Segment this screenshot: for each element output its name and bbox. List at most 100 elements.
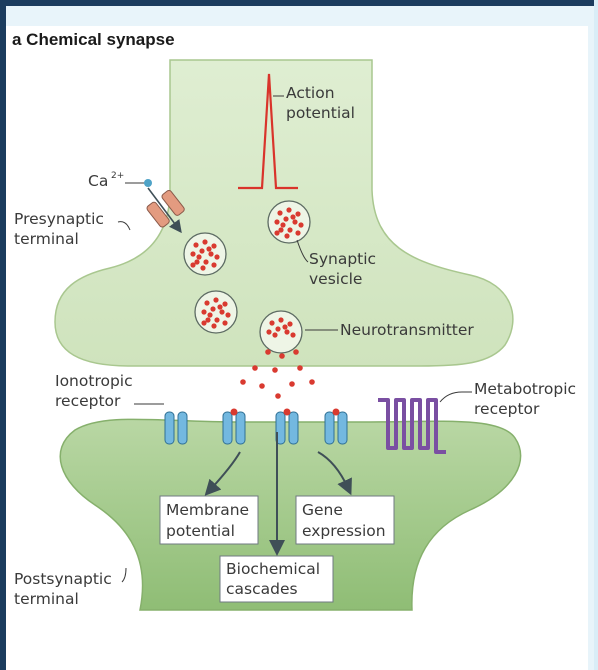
synaptic-vesicle-leader — [296, 239, 309, 263]
neurotransmitter-molecule — [309, 379, 315, 385]
calcium-charge-label: 2+ — [111, 171, 124, 181]
calcium-label: Ca — [88, 172, 108, 190]
neurotransmitter-molecule — [287, 227, 293, 233]
figure-title: a Chemical synapse — [12, 30, 175, 49]
neurotransmitter-molecule — [203, 259, 209, 265]
neurotransmitter-molecule — [280, 222, 286, 228]
synaptic-vesicles — [183, 200, 311, 354]
neurotransmitter-molecule — [286, 207, 292, 213]
neurotransmitter-molecule — [298, 222, 304, 228]
neurotransmitter-molecule — [213, 297, 219, 303]
neurotransmitter-molecule — [275, 326, 281, 332]
neurotransmitter-molecule — [295, 230, 301, 236]
neurotransmitter-molecule — [297, 365, 303, 371]
synaptic-vesicle — [183, 232, 227, 276]
biochemical-cascades-label-1: Biochemical — [226, 560, 320, 578]
action-potential-spike — [238, 73, 298, 190]
ionotropic-receptors — [164, 408, 348, 445]
top-border — [0, 0, 598, 6]
neurotransmitter-molecule — [290, 214, 296, 220]
neurotransmitter-molecule — [208, 251, 214, 257]
calcium-channel — [146, 190, 185, 228]
bound-neurotransmitter — [230, 408, 238, 416]
neurotransmitter-molecule — [190, 262, 196, 268]
neurotransmitter-molecule — [278, 317, 284, 323]
synaptic-vesicle-label-1: Synaptic — [309, 250, 376, 268]
neurotransmitter-molecule — [283, 216, 289, 222]
metabotropic-receptor — [378, 398, 446, 454]
neurotransmitter-label: Neurotransmitter — [340, 321, 474, 339]
action-potential-label-1: Action — [286, 84, 335, 102]
neurotransmitter-molecule — [287, 321, 293, 327]
ionotropic-receptor — [275, 408, 299, 445]
neurotransmitter-molecule — [214, 254, 220, 260]
gene-expression-label-1: Gene — [302, 501, 343, 519]
postsynaptic-terminal-body — [59, 418, 522, 611]
neurotransmitter-molecule — [269, 320, 275, 326]
calcium-ion — [144, 179, 152, 187]
ionotropic-label-1: Ionotropic — [55, 372, 133, 390]
neurotransmitter-molecule — [199, 248, 205, 254]
metabotropic-label-2: receptor — [474, 400, 540, 418]
membrane-potential-box — [159, 495, 259, 545]
membrane-potential-label-2: potential — [166, 522, 235, 540]
ionotropic-label-2: receptor — [55, 392, 121, 410]
neurotransmitter-molecule — [282, 324, 288, 330]
ionotropic-receptor — [164, 411, 188, 445]
neurotransmitter-molecule — [214, 317, 220, 323]
neurotransmitter-molecule — [275, 393, 281, 399]
metabotropic-label-1: Metabotropic — [474, 380, 576, 398]
neurotransmitter-molecule — [277, 210, 283, 216]
arrow-to-gene-expression — [317, 451, 352, 496]
neurotransmitter-molecule — [272, 332, 278, 338]
left-border — [0, 0, 6, 670]
action-potential-label-2: potential — [286, 104, 355, 122]
neurotransmitter-molecule — [240, 379, 246, 385]
synaptic-vesicle — [194, 290, 238, 334]
neurotransmitter-molecule — [201, 309, 207, 315]
neurotransmitter-molecule — [205, 317, 211, 323]
neurotransmitter-molecule — [190, 251, 196, 257]
neurotransmitter-molecule — [201, 320, 207, 326]
neurotransmitter-molecule — [225, 312, 231, 318]
neurotransmitter-molecule — [279, 353, 285, 359]
neurotransmitter-molecule — [274, 230, 280, 236]
arrow-to-membrane-potential — [204, 451, 241, 496]
neurotransmitter-molecule — [290, 332, 296, 338]
synaptic-vesicle-label-2: vesicle — [309, 270, 362, 288]
neurotransmitter-molecule — [211, 323, 217, 329]
neurotransmitter-molecule — [204, 300, 210, 306]
neurotransmitter-molecule — [278, 227, 284, 233]
neurotransmitter-molecule — [293, 349, 299, 355]
postsynaptic-label-2: terminal — [14, 590, 79, 608]
synaptic-vesicle — [267, 200, 311, 244]
synaptic-vesicle — [259, 310, 303, 354]
gene-expression-box — [295, 495, 395, 545]
presynaptic-label-2: terminal — [14, 230, 79, 248]
biochemical-cascades-label-2: cascades — [226, 580, 298, 598]
neurotransmitter-molecule — [217, 304, 223, 310]
bound-neurotransmitter — [332, 408, 340, 416]
neurotransmitter-molecule — [274, 219, 280, 225]
metabotropic-leader — [439, 391, 472, 403]
neurotransmitter-molecule — [219, 309, 225, 315]
neurotransmitter-molecule — [292, 219, 298, 225]
postsynaptic-label-1: Postsynaptic — [14, 570, 112, 588]
neurotransmitter-molecule — [193, 242, 199, 248]
neurotransmitter-molecule — [289, 381, 295, 387]
postsynaptic-leader — [121, 567, 127, 583]
neurotransmitter-molecule — [196, 254, 202, 260]
neurotransmitter-molecule — [284, 233, 290, 239]
neurotransmitter-molecule — [211, 262, 217, 268]
neurotransmitter-molecule — [266, 329, 272, 335]
right-border — [594, 0, 598, 670]
released-neurotransmitter — [240, 349, 315, 399]
neurotransmitter-molecule — [272, 367, 278, 373]
gene-expression-label-2: expression — [302, 522, 386, 540]
neurotransmitter-molecule — [210, 306, 216, 312]
neurotransmitter-molecule — [295, 211, 301, 217]
neurotransmitter-molecule — [222, 320, 228, 326]
neurotransmitter-molecule — [206, 246, 212, 252]
